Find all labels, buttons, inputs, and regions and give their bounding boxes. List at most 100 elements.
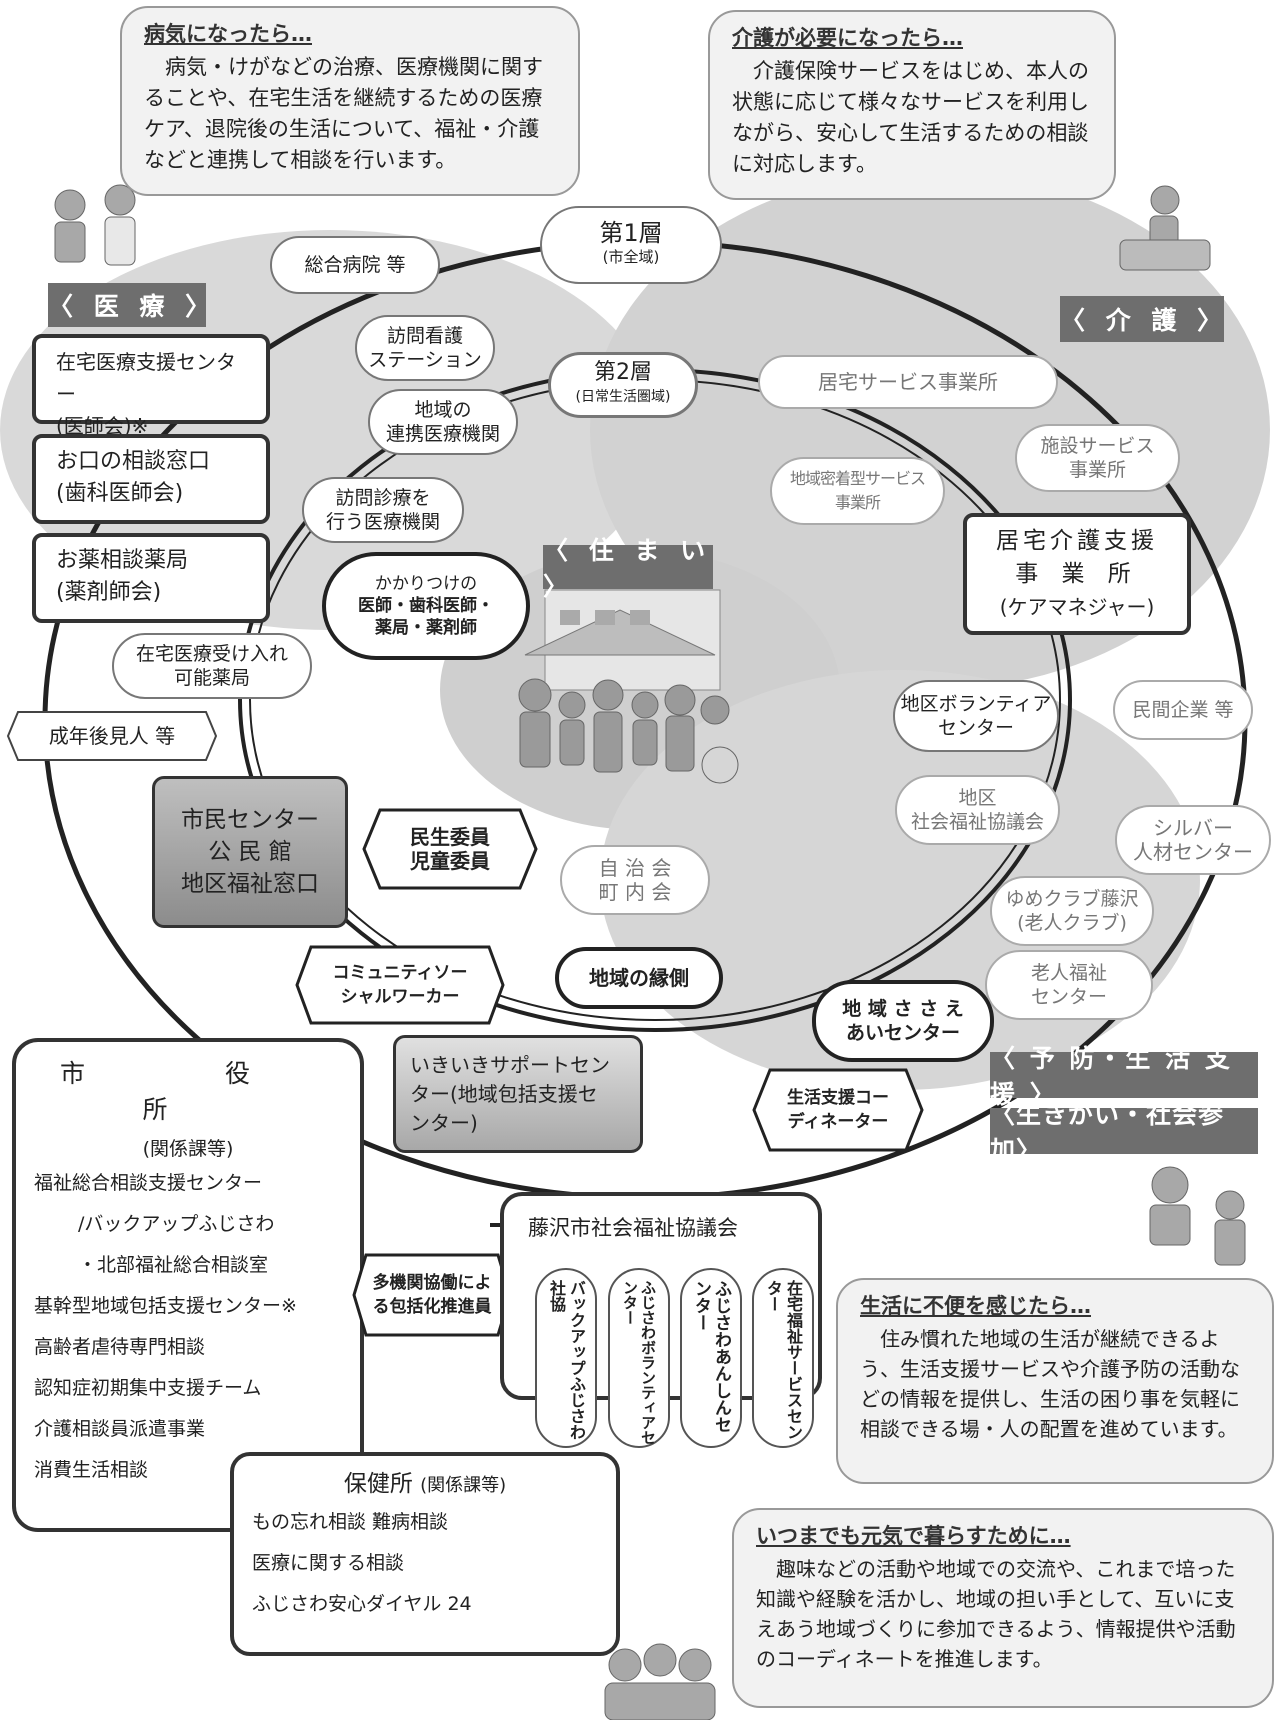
inconvenience-speech-bubble: 生活に不便を感じたら… 住み慣れた地域の生活が継続できるよう、生活支援サービスや… — [836, 1278, 1274, 1484]
district-council-line2: 社会福祉協議会 — [910, 811, 1044, 833]
inconvenience-bubble-body: 住み慣れた地域の生活が継続できるよう、生活支援サービスや介護予防の活動などの情報… — [860, 1327, 1240, 1441]
city-hall-item-6: 認知症初期集中支援チーム — [34, 1377, 262, 1399]
family-doctor-line2: 医師・歯科医師・ — [358, 596, 494, 616]
medical-area — [0, 230, 660, 630]
home-visit-clinic-line1: 訪問診療を — [335, 487, 431, 509]
layer1-title: 第1層 — [599, 219, 663, 247]
elderly-center-line1: 老人福祉 — [1030, 962, 1107, 984]
layer2-title: 第2層 — [594, 360, 652, 385]
coordinator-line2: ディネーター — [787, 1112, 889, 1132]
pharmacy-consultation-box: お薬相談薬局 (薬剤師会) — [32, 533, 270, 623]
district-council-line1: 地区 — [958, 787, 997, 809]
minsei-hex — [362, 808, 538, 890]
dental-consultation-box: お口の相談窓口 (歯科医師会) — [32, 434, 270, 524]
silver-center-line1: シルバー — [1153, 816, 1233, 840]
regional-medical-line2: 連携医療機関 — [385, 423, 500, 445]
health-center-item-2: 医療に関する相談 — [252, 1552, 405, 1574]
prevention-header: 〈 予 防・生 活 支 援 〉 — [990, 1044, 1258, 1109]
volunteer-center-line1: 地区ボランティア — [900, 693, 1052, 715]
general-hospital-label: 総合病院 等 — [304, 254, 406, 276]
care-manager-box: 居宅介護支援 事 業 所 (ケアマネジャー) — [963, 513, 1191, 635]
care-bubble-title: 介護が必要になったら… — [732, 26, 963, 50]
active-bubble-body: 趣味などの活動や地域での交流や、これまで培った知識や経験を活かし、地域の担い手と… — [756, 1557, 1236, 1671]
home-service-oval: 居宅サービス事業所 — [758, 355, 1058, 409]
care-speech-bubble: 介護が必要になったら… 介護保険サービスをはじめ、本人の状態に応じて様々なサービ… — [708, 10, 1116, 200]
elderly-activity-illustration — [1149, 1166, 1246, 1266]
health-center-heading: 保健所 (関係課等) — [252, 1464, 598, 1498]
community-service-line1: 地域密着型サービス — [789, 469, 926, 488]
minsei-line1: 民生委員 — [410, 825, 490, 849]
active-life-speech-bubble: いつまでも元気で暮らすために… 趣味などの活動や地域での交流や、これまで培った知… — [732, 1508, 1274, 1708]
coordinator-label: 生活支援コー ディネーター — [752, 1068, 924, 1152]
city-hall-item-3: ・北部福祉総合相談室 — [78, 1254, 269, 1276]
home-pharmacy-line2: 可能薬局 — [173, 667, 250, 689]
ikiiki-support-center: いきいきサポートセン ター(地域包括支援セ ンター) — [393, 1035, 643, 1153]
csw-line1: コミュニティソー — [332, 963, 468, 983]
family-doctor-line3: 薬局・薬剤師 — [375, 618, 477, 638]
council-pill-homecare-label: 在宅福祉サービスセンター — [764, 1280, 803, 1440]
regional-medical-oval: 地域の 連携医療機関 — [368, 389, 518, 455]
home-medical-support-center-line1: 在宅医療支援センター — [56, 350, 236, 406]
private-company-label: 民間企業 等 — [1132, 699, 1234, 721]
council-pill-homecare: 在宅福祉サービスセンター — [752, 1268, 814, 1448]
jichikai-line2: 町 内 会 — [598, 880, 672, 904]
city-hall-title: 市 役 所 — [60, 1059, 316, 1124]
caregiver-illustration — [1119, 185, 1211, 271]
multi-agency-line2: る包括化推進員 — [372, 1297, 492, 1317]
layer2-sub: (日常生活圏域) — [575, 389, 671, 405]
volunteer-center-oval: 地区ボランティア センター — [893, 680, 1059, 752]
council-pill-backup: バックアップふじさわ社協 — [535, 1268, 597, 1448]
yume-club-line2: (老人クラブ) — [1017, 912, 1127, 934]
care-manager-line3: (ケアマネジャー) — [999, 595, 1155, 619]
multi-agency-hex — [352, 1253, 512, 1337]
care-manager-line1: 居宅介護支援 — [996, 528, 1158, 554]
citizen-center-line1: 市民センター — [181, 807, 319, 833]
silver-center-line2: 人材センター — [1133, 840, 1253, 864]
care-bubble-body: 介護保険サービスをはじめ、本人の状態に応じて様々なサービスを利用しながら、安心し… — [732, 59, 1089, 176]
minsei-line2: 児童委員 — [410, 849, 490, 873]
coordinator-hex — [752, 1068, 924, 1152]
home-visit-clinic-oval: 訪問診療を 行う医療機関 — [302, 477, 464, 543]
medical-bubble-body: 病気・けがなどの治療、医療機関に関することや、在宅生活を継続するための医療ケア、… — [144, 55, 543, 172]
layer1-label: 第1層 (市全域) — [540, 206, 722, 284]
health-center-item-3: ふじさわ安心ダイヤル 24 — [252, 1593, 472, 1615]
dental-consultation-line1: お口の相談窓口 — [56, 449, 211, 474]
visit-nursing-line1: 訪問看護 — [386, 325, 463, 347]
visit-nursing-oval: 訪問看護 ステーション — [355, 315, 495, 381]
elderly-center-line2: センター — [1030, 986, 1107, 1008]
engawa-oval: 地域の縁側 — [555, 947, 723, 1009]
doctor-patient-illustration — [54, 184, 136, 266]
health-center-item-1: もの忘れ相談 難病相談 — [252, 1511, 449, 1533]
purpose-header: 〈生きがい・社会参加〉 — [990, 1100, 1258, 1165]
facility-service-oval: 施設サービス 事業所 — [1015, 424, 1180, 492]
csw-label: コミュニティソー シャルワーカー — [295, 945, 505, 1025]
district-council-oval: 地区 社会福祉協議会 — [895, 775, 1060, 845]
housing-header: 〈 住 ま い 〉 — [543, 536, 713, 601]
pharmacy-consultation-line1: お薬相談薬局 — [56, 548, 189, 573]
home-pharmacy-line1: 在宅医療受け入れ — [135, 643, 288, 665]
layer2-label: 第2層 (日常生活圏域) — [548, 352, 698, 418]
active-bubble-title: いつまでも元気で暮らすために… — [756, 1524, 1071, 1548]
council-pill-backup-label: バックアップふじさわ社協 — [547, 1280, 586, 1440]
sasae-center-oval: 地 域 さ さ え あいセンター — [812, 980, 994, 1062]
citizen-center-line2: 公 民 館 — [208, 839, 292, 865]
general-hospital-oval: 総合病院 等 — [270, 236, 440, 294]
home-pharmacy-oval: 在宅医療受け入れ 可能薬局 — [112, 633, 312, 699]
ikiiki-line3: ンター) — [410, 1110, 478, 1135]
multi-agency-label: 多機関協働によ る包括化推進員 — [352, 1253, 512, 1337]
sasae-line1: 地 域 さ さ え — [842, 998, 964, 1020]
engawa-label: 地域の縁側 — [589, 966, 689, 990]
guardian-label: 成年後見人 等 — [48, 724, 176, 748]
family-doctor-line1: かかりつけの — [374, 574, 478, 594]
layer1-sub: (市全域) — [602, 248, 660, 266]
council-title: 藤沢市社会福祉協議会 — [528, 1216, 738, 1240]
citizen-center-line3: 地区福祉窓口 — [181, 871, 319, 897]
volunteer-center-line2: センター — [937, 717, 1014, 739]
home-medical-support-center: 在宅医療支援センター (医師会)※ — [32, 334, 270, 438]
elderly-group-illustration — [604, 1643, 716, 1720]
city-hall-sub: (関係課等) — [142, 1138, 234, 1160]
council-pill-anshin-label: ふじさわあんしんセンター — [691, 1280, 731, 1433]
yume-club-line1: ゆめクラブ藤沢 — [1005, 888, 1139, 910]
city-hall-item-7: 介護相談員派遣事業 — [34, 1418, 206, 1440]
yume-club-oval: ゆめクラブ藤沢 (老人クラブ) — [990, 876, 1154, 946]
